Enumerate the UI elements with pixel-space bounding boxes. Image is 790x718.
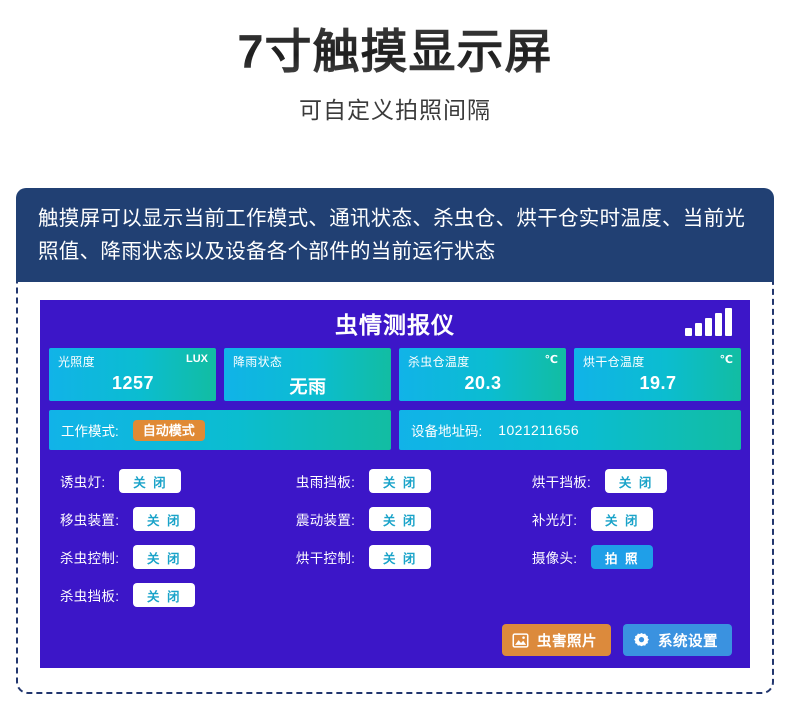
mode-address-row: 工作模式: 自动模式 设备地址码: 1021211656	[40, 401, 750, 450]
control-toggle-button[interactable]: 关 闭	[133, 545, 196, 569]
control-lure-lamp: 诱虫灯: 关 闭	[60, 469, 296, 493]
control-toggle-button[interactable]: 关 闭	[369, 545, 432, 569]
signal-bars-icon	[685, 308, 732, 336]
headline-block: 7寸触摸显示屏 可自定义拍照间隔	[0, 0, 790, 125]
status-card-rain: 降雨状态 无雨	[224, 348, 391, 401]
control-insect-mover: 移虫装置: 关 闭	[60, 507, 296, 531]
control-toggle-button[interactable]: 关 闭	[369, 507, 432, 531]
control-insect-rain-baffle: 虫雨挡板: 关 闭	[296, 469, 532, 493]
screen-title: 虫情测报仪	[335, 312, 455, 338]
system-settings-button[interactable]: 系统设置	[623, 624, 732, 656]
screen-bottom-bar: 虫害照片 系统设置	[502, 624, 732, 656]
pest-photos-label: 虫害照片	[537, 633, 597, 650]
control-label: 摄像头:	[531, 551, 578, 566]
system-settings-label: 系统设置	[658, 633, 718, 650]
device-address-box: 设备地址码: 1021211656	[399, 410, 741, 450]
control-row: 杀虫挡板: 关 闭	[60, 576, 730, 614]
card-value: 19.7	[639, 373, 677, 393]
card-value: 1257	[111, 373, 155, 393]
status-card-dry-chamber-temp: 烘干仓温度 ℃ 19.7	[574, 348, 741, 401]
control-label: 震动装置:	[295, 513, 356, 528]
control-label: 诱虫灯:	[60, 475, 106, 490]
control-toggle-button[interactable]: 关 闭	[133, 507, 196, 531]
description-banner: 触摸屏可以显示当前工作模式、通讯状态、杀虫仓、烘干仓实时温度、当前光照值、降雨状…	[16, 188, 774, 283]
control-toggle-button[interactable]: 关 闭	[133, 583, 196, 607]
device-screen: 虫情测报仪 光照度 LUX 1257 降雨状态 无雨 杀虫仓温度 ℃ 20.3	[40, 300, 750, 668]
gear-icon	[633, 632, 650, 649]
control-fill-light: 补光灯: 关 闭	[532, 507, 730, 531]
status-cards: 光照度 LUX 1257 降雨状态 无雨 杀虫仓温度 ℃ 20.3 烘干仓温度 …	[40, 348, 750, 401]
card-value: 无雨	[289, 377, 327, 397]
card-unit: ℃	[719, 354, 733, 366]
control-label: 移虫装置:	[60, 513, 120, 528]
camera-capture-button[interactable]: 拍 照	[591, 545, 654, 569]
control-toggle-button[interactable]: 关 闭	[119, 469, 182, 493]
control-toggle-button[interactable]: 关 闭	[591, 507, 654, 531]
work-mode-box: 工作模式: 自动模式	[49, 410, 391, 450]
device-address-value: 1021211656	[498, 422, 580, 438]
card-unit: ℃	[544, 354, 558, 366]
control-row: 诱虫灯: 关 闭 虫雨挡板: 关 闭 烘干挡板: 关 闭	[60, 462, 730, 500]
control-label: 烘干控制:	[295, 551, 356, 566]
card-label: 烘干仓温度	[583, 355, 645, 369]
control-camera: 摄像头: 拍 照	[532, 545, 730, 569]
control-label: 补光灯:	[531, 513, 578, 528]
work-mode-label: 工作模式:	[61, 424, 119, 439]
page-title: 7寸触摸显示屏	[0, 25, 790, 79]
control-label: 虫雨挡板:	[295, 475, 356, 490]
image-icon	[512, 632, 529, 649]
control-grid: 诱虫灯: 关 闭 虫雨挡板: 关 闭 烘干挡板: 关 闭 移虫装置: 关 闭	[40, 450, 750, 614]
control-drying: 烘干控制: 关 闭	[296, 545, 532, 569]
card-unit: LUX	[186, 353, 208, 365]
control-toggle-button[interactable]: 关 闭	[369, 469, 432, 493]
status-card-illuminance: 光照度 LUX 1257	[49, 348, 216, 401]
card-label: 降雨状态	[233, 355, 283, 369]
card-value: 20.3	[464, 373, 502, 393]
screen-header: 虫情测报仪	[40, 300, 750, 348]
control-kill-baffle: 杀虫挡板: 关 闭	[60, 583, 310, 607]
control-label: 杀虫挡板:	[60, 589, 120, 604]
description-text: 触摸屏可以显示当前工作模式、通讯状态、杀虫仓、烘干仓实时温度、当前光照值、降雨状…	[38, 207, 746, 264]
card-label: 光照度	[58, 355, 95, 369]
page-subtitle: 可自定义拍照间隔	[299, 96, 491, 123]
work-mode-badge[interactable]: 自动模式	[132, 419, 205, 441]
control-row: 移虫装置: 关 闭 震动装置: 关 闭 补光灯: 关 闭	[60, 500, 730, 538]
pest-photos-button[interactable]: 虫害照片	[502, 624, 611, 656]
card-label: 杀虫仓温度	[408, 355, 470, 369]
control-vibration-device: 震动装置: 关 闭	[296, 507, 532, 531]
control-drying-baffle: 烘干挡板: 关 闭	[532, 469, 730, 493]
control-toggle-button[interactable]: 关 闭	[605, 469, 668, 493]
control-label: 烘干挡板:	[531, 475, 592, 490]
control-label: 杀虫控制:	[60, 551, 120, 566]
device-address-label: 设备地址码:	[411, 424, 483, 439]
control-insect-kill: 杀虫控制: 关 闭	[60, 545, 296, 569]
status-card-kill-chamber-temp: 杀虫仓温度 ℃ 20.3	[399, 348, 566, 401]
control-row: 杀虫控制: 关 闭 烘干控制: 关 闭 摄像头: 拍 照	[60, 538, 730, 576]
